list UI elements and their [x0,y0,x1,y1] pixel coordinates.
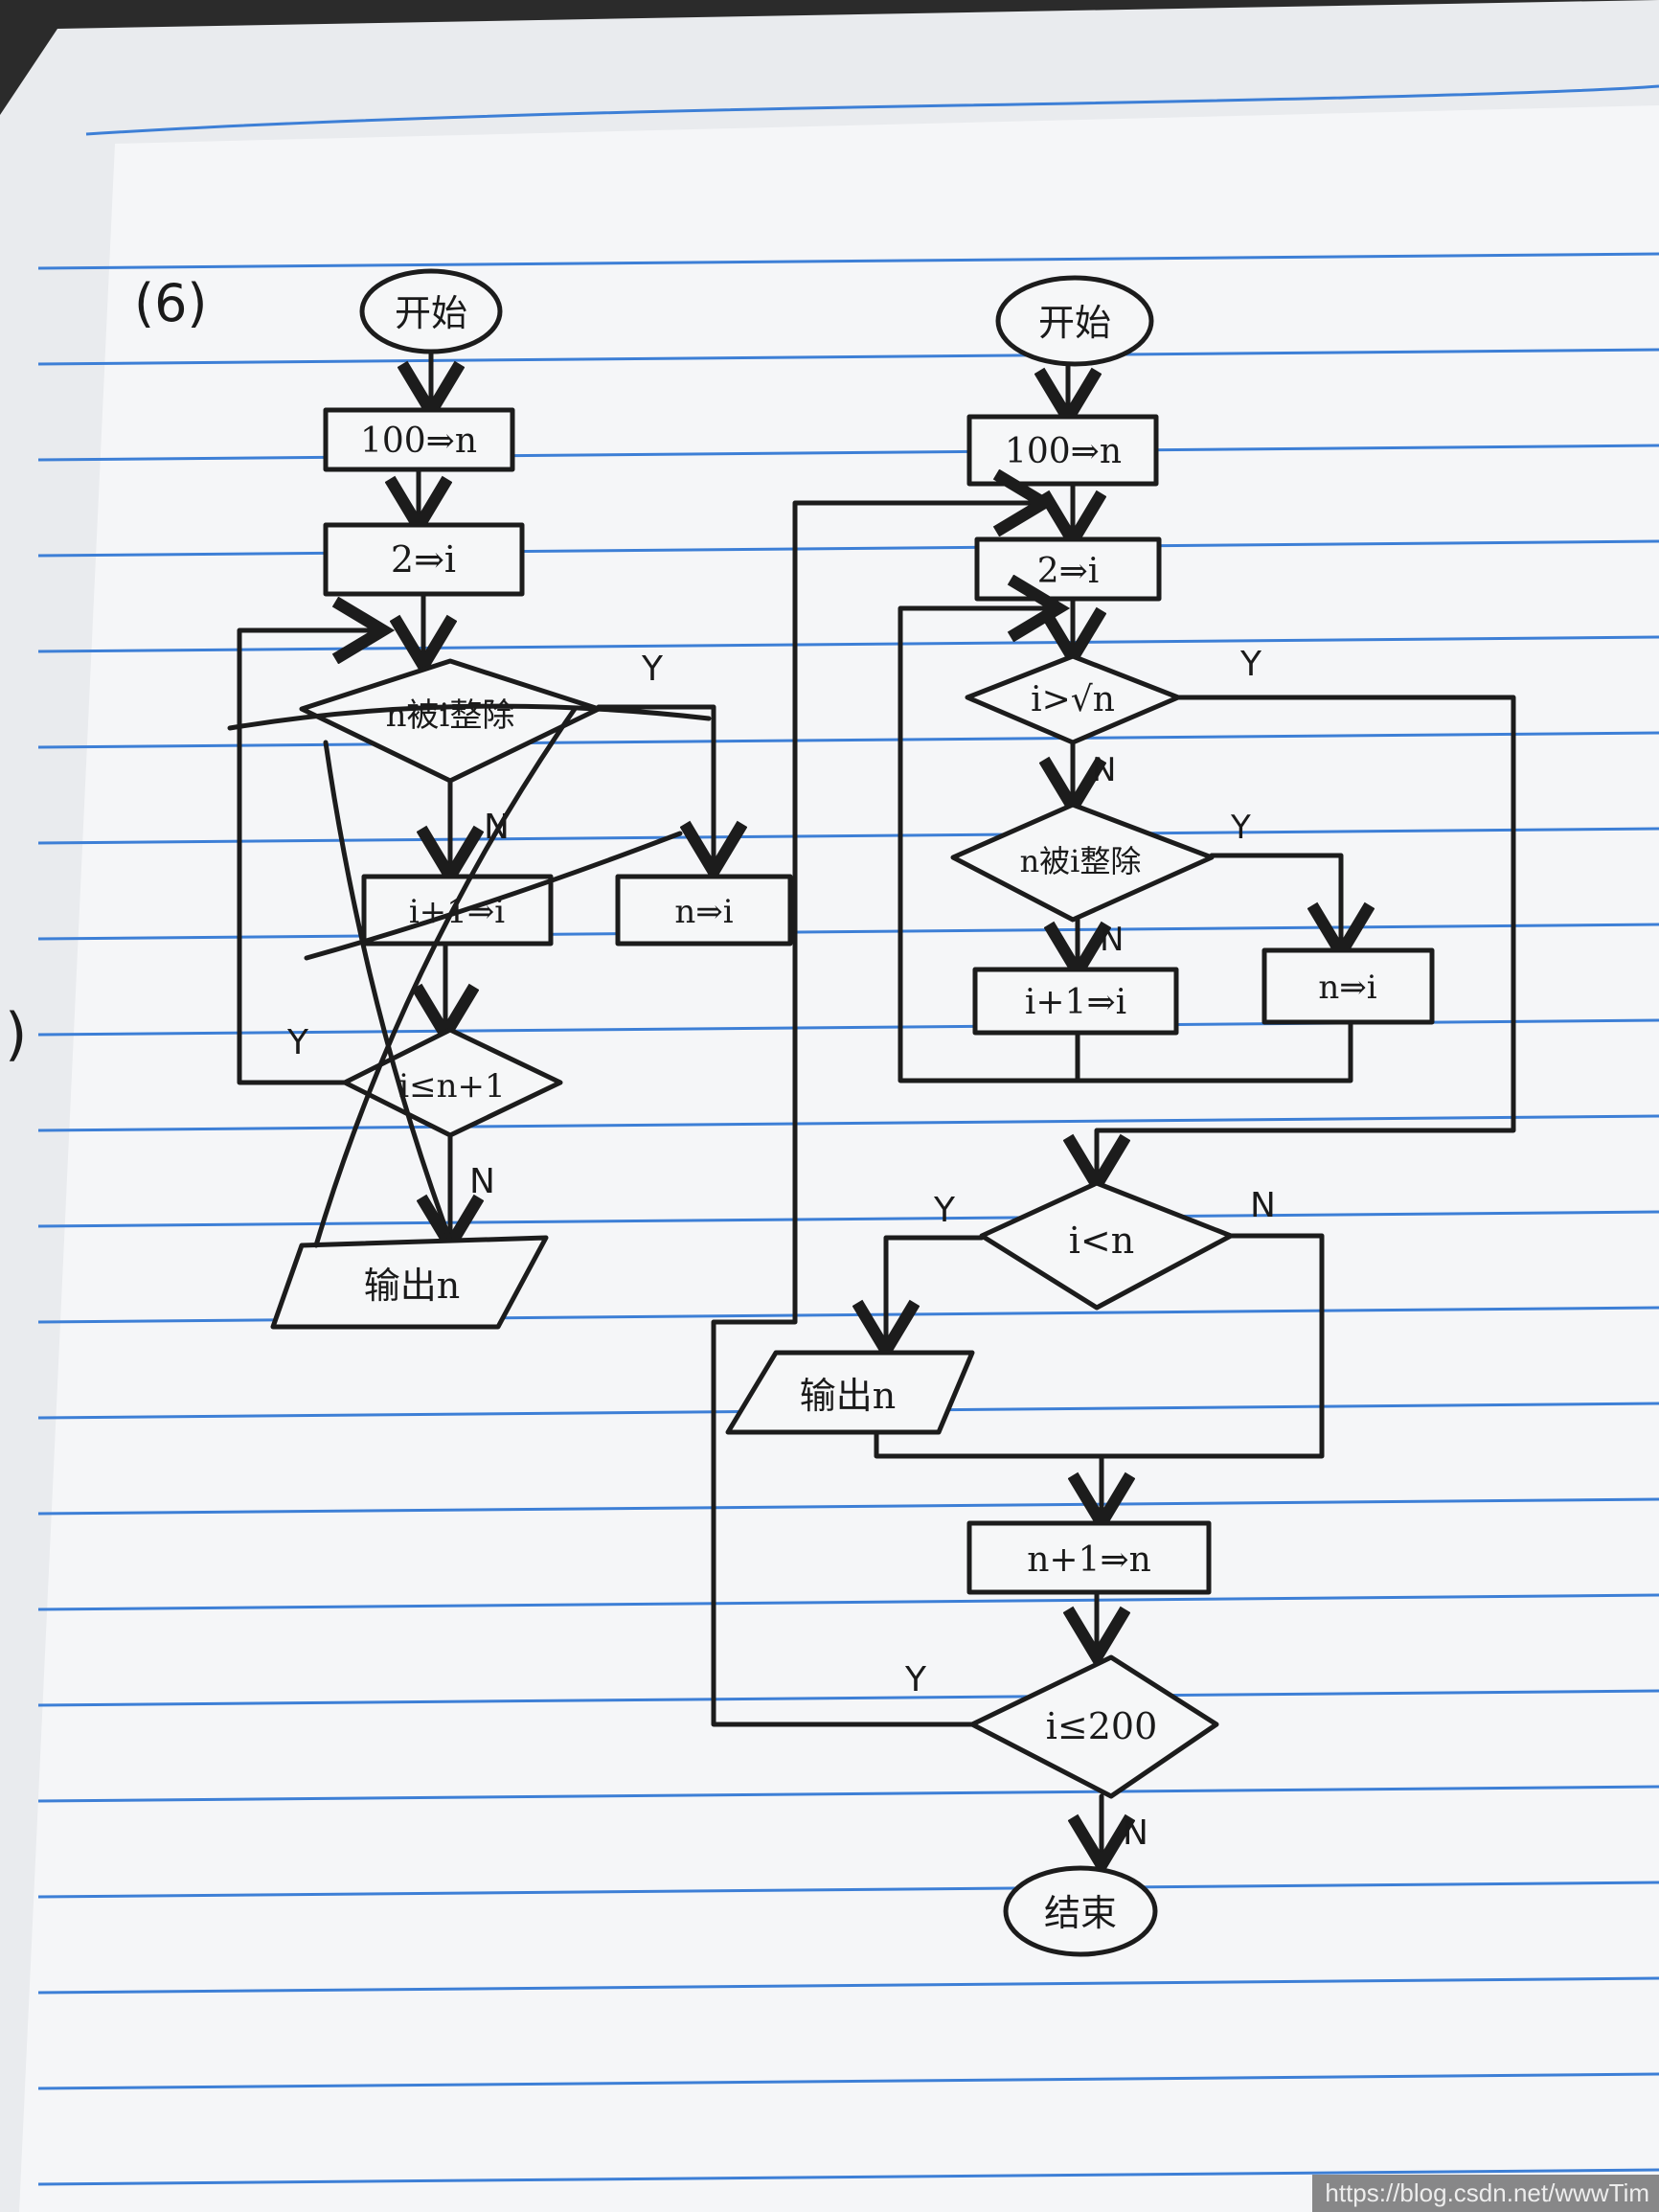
left-crossout-1 [323,740,453,1243]
left-init-n-text: 100⇒n [360,422,477,461]
right-decision-prime-text: i<n [1069,1220,1134,1262]
right-outer-loop-back [711,503,1039,1727]
right-decision-range [969,1654,1219,1799]
left-no-label-2: N [469,1162,495,1201]
right-output-text: 输出n [800,1375,896,1417]
right-flowchart: 开始 100⇒n 2⇒i i>√n Y N n被i整除 Y n⇒i N i+1⇒… [711,275,1516,1957]
right-no-label-3: N [1250,1186,1276,1225]
right-yes-label-4: Y [904,1660,927,1699]
right-no-label-4: N [1123,1813,1148,1853]
right-yes-label-2: Y [1230,809,1251,847]
right-no-label-1: N [1092,751,1116,789]
right-assign-text: n⇒i [1318,969,1376,1007]
right-decision-sqrt-text: i>√n [1031,680,1115,719]
right-yes-label-1: Y [1239,645,1262,684]
right-no-label-2: N [1100,921,1124,959]
left-yes-branch [596,704,714,867]
right-init-n-text: 100⇒n [1005,432,1122,471]
right-divisible-yes-path [1209,853,1341,948]
right-start-terminal [995,275,1154,367]
left-flowchart: 开始 100⇒n 2⇒i n被i整除 Y n⇒i N i+1⇒i i≤n+1 Y… [227,268,793,1330]
left-decision-divisible-text: n被i整除 [386,696,515,735]
right-init-i-text: 2⇒i [1037,552,1100,591]
right-prime-yes-path [886,1235,985,1346]
right-assign-box [1261,947,1435,1025]
left-yes-label-1: Y [641,650,664,689]
right-increment-box [972,967,1179,1036]
left-assign-text: n⇒i [674,893,733,931]
right-increment-n-text: n+1⇒n [1027,1540,1151,1580]
left-crossout-2 [313,706,578,1248]
problem-label: (6) [134,273,208,333]
left-crossout-4 [227,703,712,731]
right-inner-loop-back [898,608,1353,1083]
right-end-text: 结束 [1044,1892,1117,1934]
right-increment-text: i+1⇒i [1025,983,1126,1022]
right-start-text: 开始 [1038,302,1111,344]
right-end-terminal [1003,1865,1158,1957]
right-output-box [725,1350,975,1435]
right-decision-range-text: i≤200 [1046,1705,1158,1747]
watermark-text: https://blog.csdn.net/wwwTim [1325,2178,1649,2207]
left-assign-box [615,874,793,946]
margin-mark: ) [5,1001,27,1068]
left-output-text: 输出n [364,1265,460,1307]
ruled-lines [37,252,1659,2186]
right-yes-label-3: Y [933,1191,956,1230]
watermark-bg [1312,2175,1659,2212]
left-init-i-text: 2⇒i [391,538,456,581]
left-loop-back [237,630,378,1085]
right-increment-n-box [966,1520,1212,1595]
right-decision-divisible-text: n被i整除 [1020,843,1142,879]
left-start-text: 开始 [395,292,467,334]
left-decision-loop-text: i≤n+1 [398,1067,505,1106]
left-crossout-3 [304,831,683,961]
left-output-box [270,1235,549,1330]
left-decision-loop [342,1027,563,1138]
right-sqrt-yes-path [1097,695,1516,1180]
top-wavy-rule [85,84,1659,136]
left-yes-label-2: Y [286,1023,309,1062]
right-prime-no-path [874,1233,1325,1459]
